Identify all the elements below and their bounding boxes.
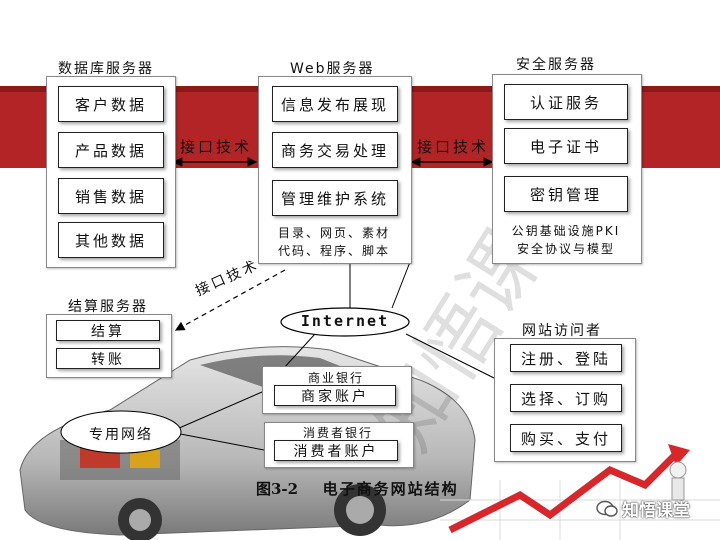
visitor-title: 网站访问者 xyxy=(522,323,602,339)
brand-logo: 知悟课堂 xyxy=(596,496,690,521)
visitor-item-select: 选择、订购 xyxy=(510,384,622,412)
security-server-title: 安全服务器 xyxy=(516,57,596,73)
db-item-product: 产品数据 xyxy=(58,132,164,168)
security-item-key: 密钥管理 xyxy=(504,176,628,212)
settlement-item-settle: 结算 xyxy=(56,320,160,341)
growth-arrow-illustration xyxy=(440,444,720,540)
web-item-admin: 管理维护系统 xyxy=(272,180,398,216)
internet-node xyxy=(280,307,410,337)
web-note-line2: 代码、程序、脚本 xyxy=(277,244,390,258)
interface-label-left: 接口技术 xyxy=(180,138,253,156)
web-item-publish: 信息发布展现 xyxy=(272,86,398,122)
web-item-trade: 商务交易处理 xyxy=(272,132,398,168)
security-item-auth: 认证服务 xyxy=(504,84,628,120)
brand-logo-text: 知悟课堂 xyxy=(622,501,690,521)
db-item-customer: 客户数据 xyxy=(58,86,164,122)
figure-title: 电子商务网站结构 xyxy=(322,480,459,498)
private-network-node xyxy=(60,410,182,454)
db-server-title: 数据库服务器 xyxy=(58,61,154,77)
web-server-title: Web服务器 xyxy=(290,61,375,77)
security-note-line2: 安全协议与模型 xyxy=(516,242,615,256)
settlement-server-title: 结算服务器 xyxy=(68,299,148,315)
visitor-item-register: 注册、登陆 xyxy=(510,344,622,372)
consumer-account: 消费者账户 xyxy=(274,440,398,461)
figure-caption: 图3-2 电子商务网站结构 xyxy=(256,478,459,499)
visitor-item-pay: 购买、支付 xyxy=(510,424,622,452)
consumer-bank-title: 消费者银行 xyxy=(302,426,373,440)
chat-bubble-icon xyxy=(596,500,618,517)
web-note-line1: 目录、网页、素材 xyxy=(277,226,390,240)
figure-number: 图3-2 xyxy=(256,480,299,498)
db-item-other: 其他数据 xyxy=(58,222,164,258)
security-item-cert: 电子证书 xyxy=(504,128,628,164)
interface-label-right: 接口技术 xyxy=(417,138,490,156)
internet-label: Internet xyxy=(300,312,390,330)
commercial-bank-title: 商业银行 xyxy=(307,371,364,385)
private-network-label: 专用网络 xyxy=(89,427,153,443)
db-item-sales: 销售数据 xyxy=(58,178,164,214)
settlement-item-transfer: 转账 xyxy=(56,348,160,369)
merchant-account: 商家账户 xyxy=(274,385,396,406)
security-note-line1: 公钥基础设施PKI xyxy=(511,224,621,238)
